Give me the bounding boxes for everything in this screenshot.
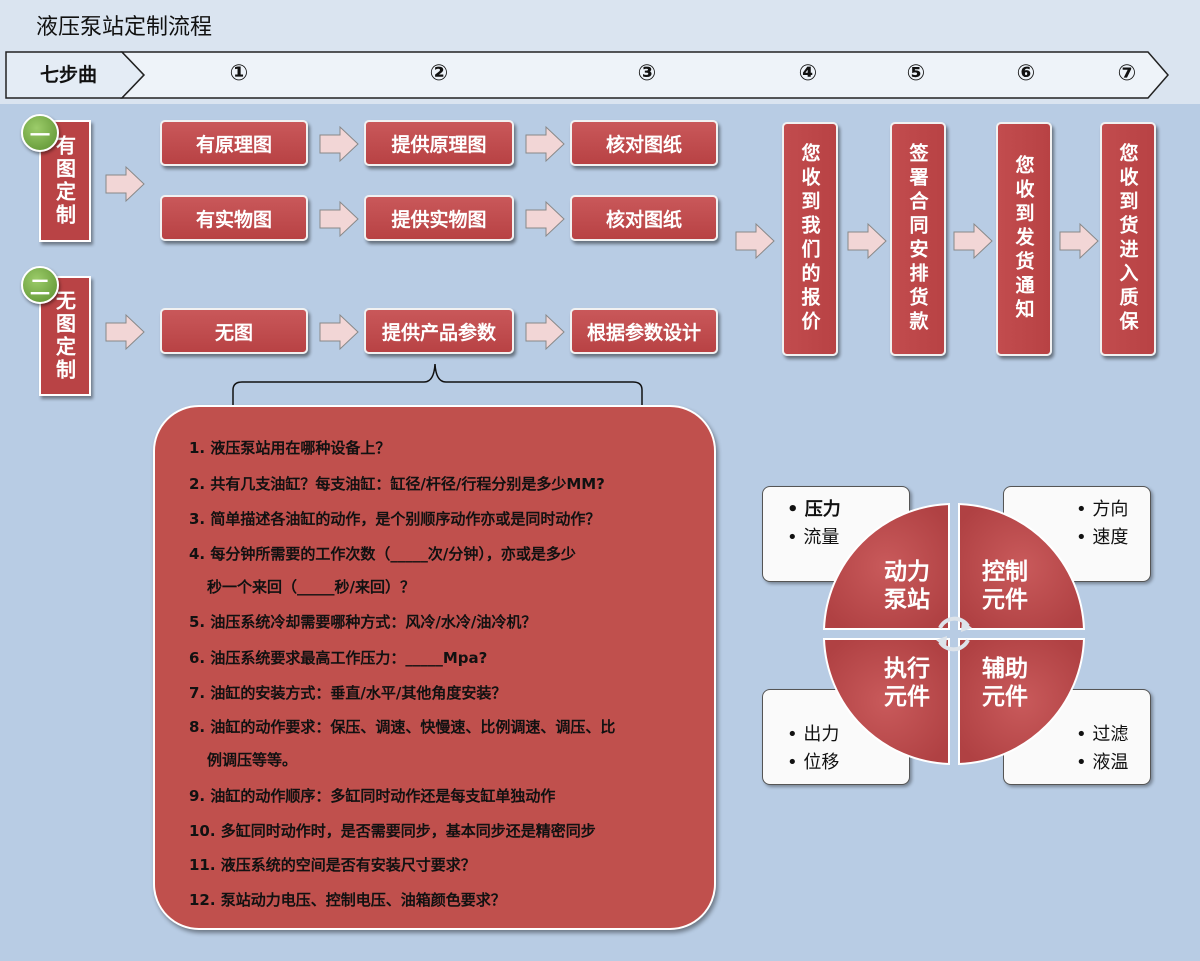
quadrant-label-line: 元件	[884, 684, 930, 710]
step-number-2: ②	[429, 61, 449, 86]
components-circle	[822, 502, 1086, 766]
quadrant-label-power: 动力 泵站	[872, 558, 942, 614]
step-number-4: ④	[798, 61, 818, 86]
question-line: 9. 油缸的动作顺序：多缸同时动作还是每支缸单独动作	[189, 787, 556, 805]
page-title: 液压泵站定制流程	[36, 15, 213, 40]
quadrant-power	[822, 502, 950, 630]
step-number-5: ⑤	[906, 61, 926, 86]
step-number-1: ①	[229, 61, 249, 86]
box-check-drawing-1: 核对图纸	[570, 120, 718, 166]
arrow-icon	[735, 222, 775, 260]
question-line: 7. 油缸的安装方式：垂直/水平/其他角度安装？	[189, 684, 507, 702]
arrow-icon	[525, 200, 565, 238]
arrow-icon	[525, 125, 565, 163]
quadrant-actuator	[822, 638, 950, 766]
brace-connector	[232, 363, 643, 406]
info-item: • 压力	[787, 499, 841, 520]
quadrant-label-line: 控制	[982, 559, 1028, 585]
info-item: • 液温	[1076, 752, 1129, 773]
type-number-1: 一	[21, 114, 59, 152]
quadrant-label-line: 执行	[884, 656, 930, 682]
info-item: • 出力	[787, 724, 840, 745]
quadrant-label-control: 控制 元件	[970, 558, 1040, 614]
step-number-3: ③	[637, 61, 657, 86]
arrow-icon	[105, 165, 145, 203]
question-line: 11. 液压系统的空间是否有安装尺寸要求？	[189, 856, 476, 874]
quadrant-label-actuator: 执行 元件	[872, 655, 942, 711]
type-number-2: 二	[21, 266, 59, 304]
step-shipping-notice: 您收到发货通知	[996, 122, 1052, 356]
question-line: 5. 油压系统冷却需要哪种方式：风冷/水冷/油冷机？	[189, 613, 537, 631]
quadrant-label-auxiliary: 辅助 元件	[970, 655, 1040, 711]
arrow-icon	[847, 222, 887, 260]
arrow-icon	[953, 222, 993, 260]
question-line: 秒一个来回（_____秒/来回）？	[207, 578, 415, 596]
info-item: • 速度	[1076, 527, 1129, 548]
info-box-power: • 压力 • 流量	[762, 486, 910, 582]
step-sign-contract: 签署合同安排货款	[890, 122, 946, 356]
steps-chevron	[5, 51, 1169, 99]
box-provide-schematic: 提供原理图	[364, 120, 514, 166]
title-bar: 液压泵站定制流程	[0, 0, 1200, 46]
question-line: 2. 共有几支油缸？每支油缸：缸径/杆径/行程分别是多少MM?	[189, 475, 605, 493]
step-number-6: ⑥	[1016, 61, 1036, 86]
info-item: • 流量	[787, 527, 840, 548]
question-line: 例调压等等。	[207, 751, 298, 769]
cycle-arrows-icon	[936, 616, 972, 652]
question-line: 10. 多缸同时动作时，是否需要同步，基本同步还是精密同步	[189, 822, 596, 840]
quadrant-label-line: 辅助	[982, 656, 1028, 682]
box-has-sample: 有实物图	[160, 195, 308, 241]
arrow-icon	[1059, 222, 1099, 260]
step-receive-quote: 您收到我们的报价	[782, 122, 838, 356]
arrow-icon	[525, 313, 565, 351]
step-number-7: ⑦	[1117, 61, 1137, 86]
quadrant-label-line: 泵站	[884, 587, 930, 613]
box-design-by-parameters: 根据参数设计	[570, 308, 718, 354]
info-item: • 过滤	[1076, 724, 1129, 745]
question-line: 1. 液压泵站用在哪种设备上？	[189, 439, 391, 457]
question-line: 4. 每分钟所需要的工作次数（_____次/分钟），亦或是多少	[189, 545, 576, 563]
box-has-schematic: 有原理图	[160, 120, 308, 166]
info-item: • 位移	[787, 752, 840, 773]
quadrant-label-line: 元件	[982, 587, 1028, 613]
info-item: • 方向	[1076, 499, 1129, 520]
steps-label: 七步曲	[40, 64, 98, 86]
arrow-icon	[319, 125, 359, 163]
quadrant-label-line: 元件	[982, 684, 1028, 710]
quadrant-label-line: 动力	[884, 559, 930, 585]
box-provide-parameters: 提供产品参数	[364, 308, 514, 354]
quadrant-control	[958, 502, 1086, 630]
box-no-drawing: 无图	[160, 308, 308, 354]
question-line: 8. 油缸的动作要求：保压、调速、快慢速、比例调速、调压、比	[189, 718, 616, 736]
box-provide-sample: 提供实物图	[364, 195, 514, 241]
arrow-icon	[319, 313, 359, 351]
question-line: 12. 泵站动力电压、控制电压、油箱颜色要求？	[189, 891, 506, 909]
box-check-drawing-2: 核对图纸	[570, 195, 718, 241]
question-line: 3. 简单描述各油缸的动作，是个别顺序动作亦或是同时动作？	[189, 510, 601, 528]
arrow-icon	[105, 313, 145, 351]
questions-panel: 1. 液压泵站用在哪种设备上？ 2. 共有几支油缸？每支油缸：缸径/杆径/行程分…	[153, 405, 716, 930]
quadrant-auxiliary	[958, 638, 1086, 766]
question-line: 6. 油压系统要求最高工作压力：_____Mpa?	[189, 649, 488, 667]
arrow-icon	[319, 200, 359, 238]
step-warranty: 您收到货进入质保	[1100, 122, 1156, 356]
type-without-drawing: 无图定制	[39, 276, 91, 396]
